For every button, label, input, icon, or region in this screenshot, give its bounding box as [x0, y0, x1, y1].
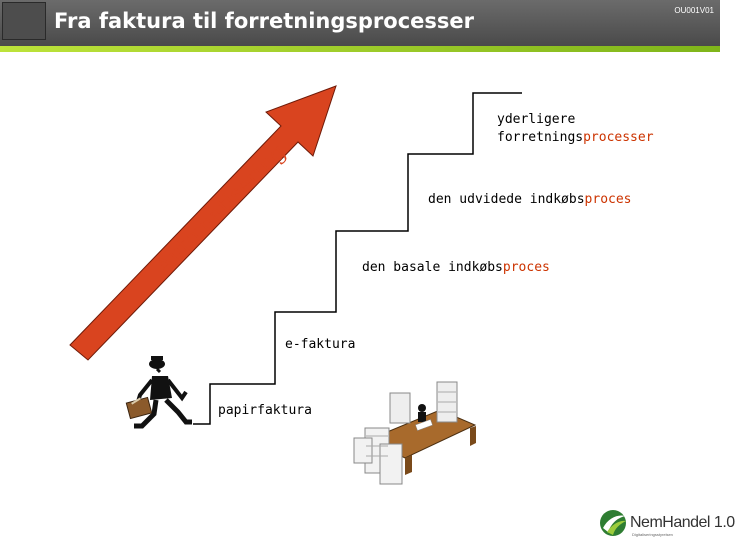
step-label-further-processes-line1: yderligere: [497, 112, 575, 127]
staircase-line: [193, 92, 522, 425]
step-text: den udvidede indkøbs: [428, 192, 585, 207]
step-text: den basale indkøbs: [362, 260, 503, 275]
step-text: papirfaktura: [218, 403, 312, 418]
step-label-further-processes-line2: forretningsprocesser: [497, 130, 654, 145]
nemhandel-logo: NemHandel 1.0 Digitaliseringsstyrelsen: [598, 508, 735, 540]
staircase-diagram: Automatisering: [69, 85, 522, 485]
step-text: forretnings: [497, 130, 584, 145]
header-bar: Fra faktura til forretningsprocesser OU0…: [0, 0, 720, 46]
step-label-e-invoice: e-faktura: [285, 337, 355, 352]
step-label-paper-invoice: papirfaktura: [218, 403, 312, 418]
step-text: yderligere: [497, 112, 576, 127]
step-text: e-faktura: [285, 337, 356, 352]
slide-title: Fra faktura til forretningsprocesser: [54, 9, 474, 33]
step-accent: proces: [502, 260, 550, 275]
step-accent: proces: [584, 192, 632, 207]
automation-arrow: [69, 85, 337, 361]
logo-brand: NemHandel 1.0: [630, 514, 735, 531]
step-label-extended-procurement: den udvidede indkøbsproces: [428, 192, 632, 207]
slide-code: OU001V01: [674, 6, 714, 15]
arrow-label: Automatisering: [151, 140, 291, 280]
nemhandel-logo-mark-icon: [600, 510, 626, 536]
logo-tagline: Digitaliseringsstyrelsen: [632, 532, 673, 537]
header-logo-box: [2, 2, 46, 40]
header-stripe: [0, 46, 720, 52]
businessman-icon: [125, 356, 192, 429]
step-accent: processer: [583, 130, 654, 145]
paper-desk-icon: [353, 381, 477, 485]
step-label-basic-procurement: den basale indkøbsproces: [362, 260, 550, 275]
